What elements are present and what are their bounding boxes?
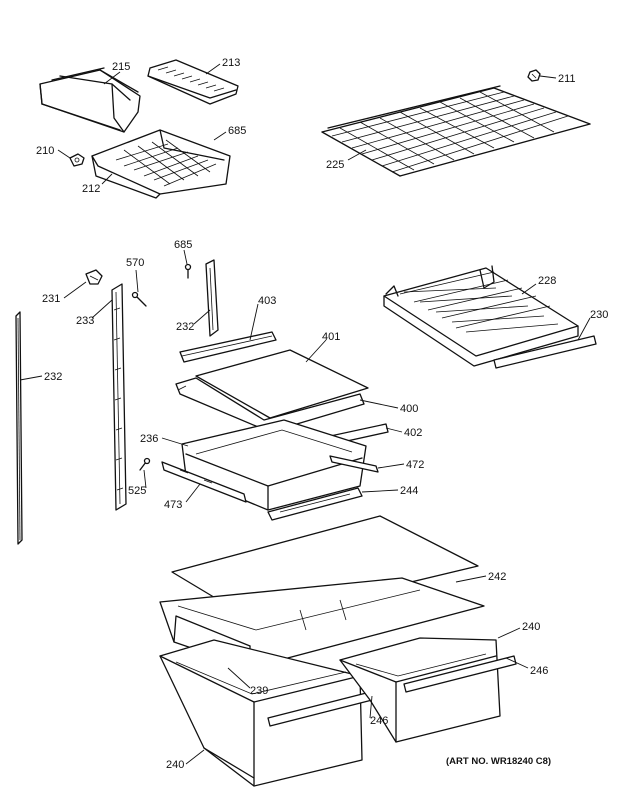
callout-215: 215 [112, 61, 130, 73]
art-number: (ART NO. WR18240 C8) [446, 756, 551, 767]
shelf-frame-400 [175, 377, 365, 433]
callout-401: 401 [322, 331, 340, 343]
clip-231 [85, 269, 103, 285]
crisper-frame-242 [159, 577, 485, 673]
callout-225: 225 [326, 159, 344, 171]
part-210 [69, 153, 85, 167]
screw-525 [139, 457, 151, 471]
callout-231: 231 [42, 293, 60, 305]
callout-210: 210 [36, 145, 54, 157]
ice-shelf-212 [91, 129, 231, 199]
screw-685 [184, 263, 192, 279]
callout-228: 228 [538, 275, 556, 287]
slide-473 [161, 461, 247, 503]
ice-tray-213 [147, 59, 239, 105]
callout-242: 242 [488, 571, 506, 583]
callout-570: 570 [126, 257, 144, 269]
callout-525: 525 [128, 485, 146, 497]
cover-244 [267, 487, 363, 521]
callout-240-left: 240 [166, 759, 184, 771]
cantilever-shelf-228 [383, 265, 579, 367]
callout-472: 472 [406, 459, 424, 471]
wire-shelf-225 [321, 85, 591, 177]
callout-685-mid: 685 [174, 239, 192, 251]
trim-403 [179, 331, 277, 363]
callout-236: 236 [140, 433, 158, 445]
callout-403: 403 [258, 295, 276, 307]
callout-400: 400 [400, 403, 418, 415]
callout-246-left: 246 [370, 715, 388, 727]
callout-230: 230 [590, 309, 608, 321]
callout-233: 233 [76, 315, 94, 327]
callout-232-center: 232 [176, 321, 194, 333]
callout-labels: 215 213 685 210 212 211 225 685 570 231 … [36, 57, 608, 771]
callout-213: 213 [222, 57, 240, 69]
callout-244: 244 [400, 485, 418, 497]
rail-233 [111, 283, 127, 511]
callout-473: 473 [164, 499, 182, 511]
callout-685-top: 685 [228, 125, 246, 137]
callout-246-right: 246 [530, 665, 548, 677]
callout-239: 239 [250, 685, 268, 697]
callout-240-right: 240 [522, 621, 540, 633]
callout-402: 402 [404, 427, 422, 439]
crisper-drawer-240-right [339, 637, 517, 743]
leader-lines [19, 63, 591, 765]
callout-211: 211 [558, 73, 576, 85]
trim-230 [493, 335, 597, 369]
screw-570 [131, 291, 147, 307]
callout-212: 212 [82, 183, 100, 195]
slide-472 [329, 455, 379, 473]
part-211 [527, 69, 541, 82]
rail-232-center [205, 259, 219, 337]
glass-shelf-401 [195, 349, 369, 419]
rail-232-left [15, 311, 23, 545]
door-bin-215 [39, 67, 141, 133]
callout-232-left: 232 [44, 371, 62, 383]
crisper-drawer-240-left [159, 639, 381, 787]
